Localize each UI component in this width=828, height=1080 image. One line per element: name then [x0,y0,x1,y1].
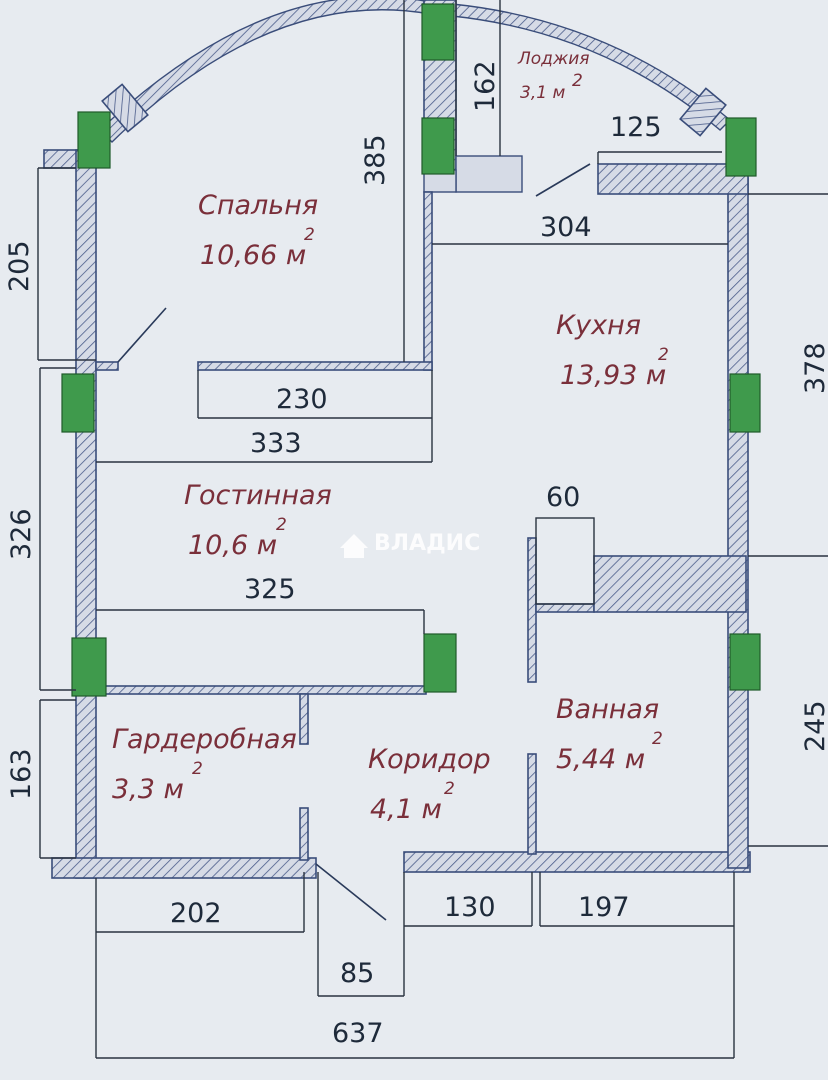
room-area-exp-kitchen: 2 [658,345,669,365]
wall-wardrobe-top [95,685,427,695]
dim-245: 245 [800,700,828,752]
wall-bottom-left [51,857,317,879]
room-name-living: Гостинная [184,480,332,511]
room-area-exp-bathroom: 2 [652,729,663,749]
wall-wardrobe-right-upper [299,693,309,745]
door-swing-entrance [315,863,387,921]
room-area-bathroom: 5,44 м [556,744,645,775]
window-loggia-upper [421,3,455,61]
window-corridor [423,633,457,693]
wall-bathroom-left-lower [527,753,537,855]
dim-325: 325 [244,574,296,605]
room-area-exp-loggia: 2 [572,71,583,91]
wall-wardrobe-right-lower [299,807,309,861]
shaft-box [535,517,595,605]
dim-333: 333 [250,428,302,459]
dim-85: 85 [340,958,374,989]
window-loggia-right [725,117,757,177]
window-living-left [61,373,95,433]
room-area-exp-living: 2 [276,515,287,535]
room-name-loggia: Лоджия [517,49,590,69]
dim-130: 130 [444,892,496,923]
door-swing-loggia [535,163,591,197]
wall-bedroom-kitchen [423,191,433,371]
wall-bathroom-top [535,603,595,613]
window-wardrobe-left [71,637,107,697]
loggia-arc-window-right [679,87,727,137]
loggia-arc-wall [98,0,431,143]
dim-326: 326 [6,508,37,560]
wall-loggia-ledge [455,155,523,193]
wall-shaft [593,555,747,613]
room-area-exp-wardrobe: 2 [192,759,203,779]
dim-304: 304 [540,212,592,243]
window-bedroom-top [77,111,111,169]
wall-bedroom-bottom [197,361,433,371]
room-name-bedroom: Спальня [198,190,318,221]
dim-197: 197 [578,892,630,923]
watermark-text: ВЛАДИС [374,531,480,556]
dim-125: 125 [610,112,662,143]
dim-162: 162 [470,60,501,112]
room-name-corridor: Коридор [368,744,491,775]
door-swing-bedroom [117,307,167,363]
dim-378: 378 [800,342,828,394]
room-area-kitchen: 13,93 м [560,360,666,391]
window-bathroom-right [729,633,761,691]
wall-bedroom-door-stub [95,361,119,371]
room-area-bedroom: 10,66 м [200,240,306,271]
loggia-arc-wall-right [451,3,732,131]
room-area-corridor: 4,1 м [370,794,442,825]
room-area-exp-bedroom: 2 [304,225,315,245]
room-name-bathroom: Ванная [556,694,659,725]
room-area-living: 10,6 м [188,530,277,561]
dim-60: 60 [546,482,580,513]
window-loggia-lower [421,117,455,175]
room-area-loggia: 3,1 м [520,83,565,103]
wall-right-outer [727,177,749,869]
dim-202: 202 [170,898,222,929]
room-area-exp-corridor: 2 [444,779,455,799]
room-area-wardrobe: 3,3 м [112,774,184,805]
dim-205: 205 [4,240,35,292]
house-icon [340,534,368,558]
window-kitchen-right [729,373,761,433]
wall-kitchen-top [597,163,749,195]
loggia-arc-window-left [101,83,149,133]
watermark: ВЛАДИС [340,531,480,558]
dim-230: 230 [276,384,328,415]
wall-bottom-right [403,851,751,873]
wall-bathroom-left-upper [527,537,537,683]
wall-left-outer [75,149,97,879]
dim-385: 385 [360,134,391,186]
room-name-kitchen: Кухня [556,310,641,341]
dim-637: 637 [332,1018,384,1049]
room-name-wardrobe: Гардеробная [112,724,297,755]
dim-163: 163 [6,748,37,800]
